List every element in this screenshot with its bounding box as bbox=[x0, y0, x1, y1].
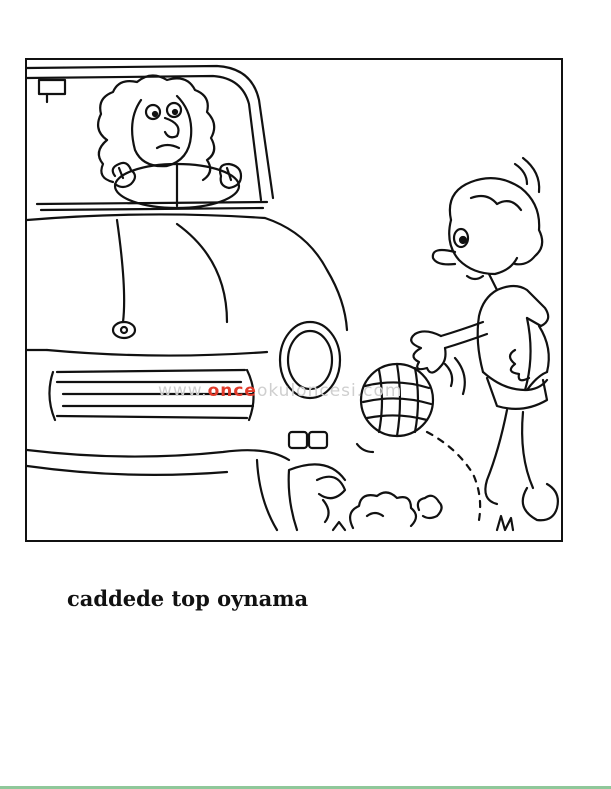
illustration-frame bbox=[25, 58, 563, 542]
car-drawing bbox=[27, 64, 349, 532]
watermark-accent: once bbox=[207, 381, 257, 401]
ball-drawing bbox=[355, 356, 482, 522]
page-bottom-rule bbox=[0, 786, 611, 789]
caption-text: caddede top oynama bbox=[67, 586, 309, 611]
watermark-suffix: okuloncesi.com bbox=[256, 381, 403, 401]
watermark-prefix: www. bbox=[158, 381, 208, 401]
child-drawing bbox=[410, 156, 559, 532]
coloring-illustration bbox=[27, 64, 559, 532]
watermark-text: www.onceokuloncesi.com bbox=[158, 381, 402, 401]
ground-drawing bbox=[331, 491, 443, 532]
driver-drawing bbox=[96, 74, 243, 210]
